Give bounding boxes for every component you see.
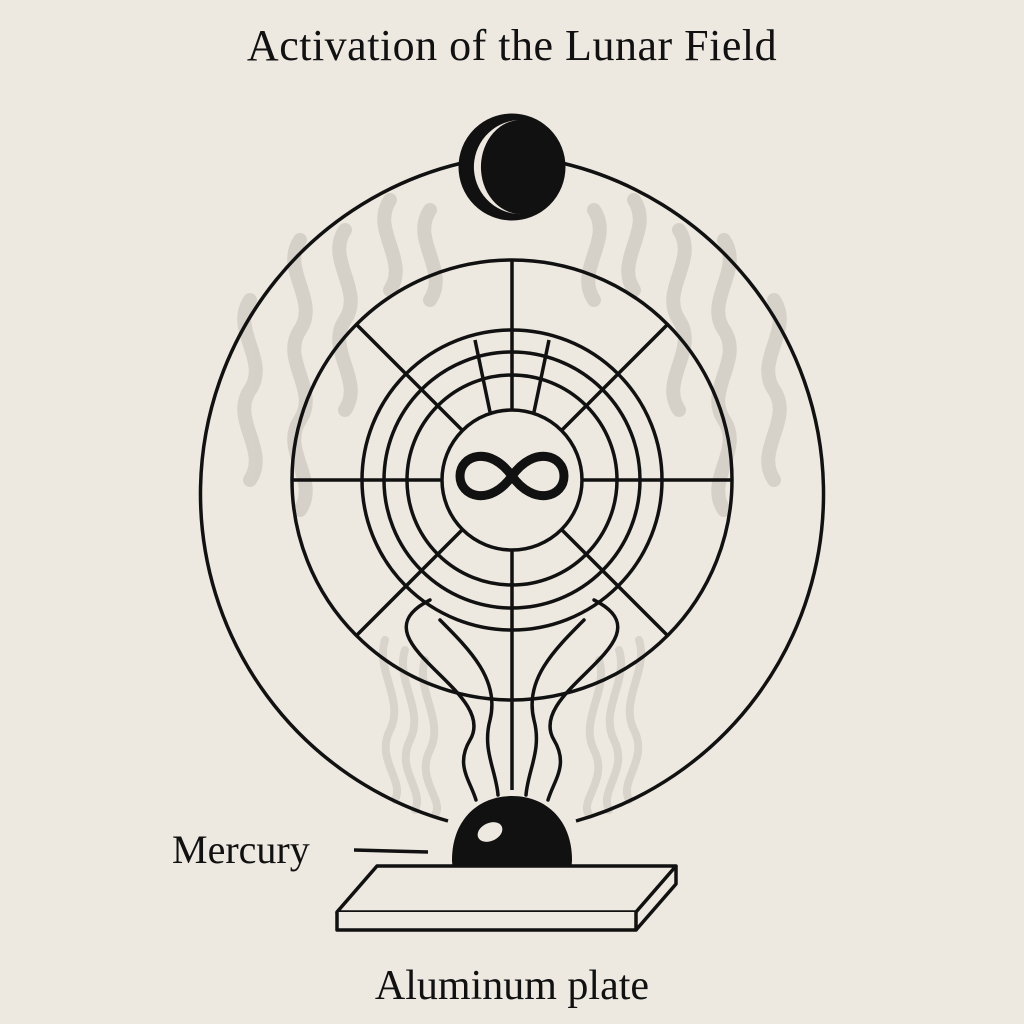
faint-lower-wave-lines <box>379 636 645 819</box>
mercury-label: Mercury <box>172 827 310 872</box>
diagram-title: Activation of the Lunar Field <box>246 21 778 70</box>
mercury-pointer-line <box>353 848 429 854</box>
aluminum-plate <box>335 864 678 932</box>
aluminum-plate-label: Aluminum plate <box>374 963 650 1009</box>
crescent-moon-icon <box>458 113 566 221</box>
flow-channels <box>404 598 620 802</box>
infinity-icon <box>455 452 569 500</box>
radial-spokes <box>292 260 732 790</box>
outer-field-circle <box>198 161 826 823</box>
